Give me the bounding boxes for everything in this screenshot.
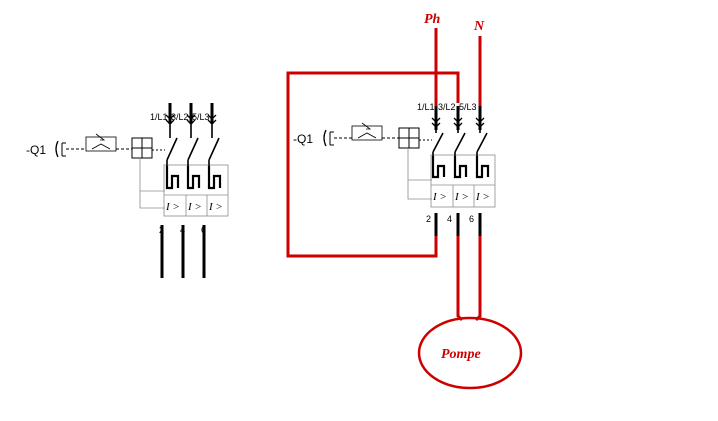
right-pole-3: [475, 106, 490, 236]
left-trip-label-2: I >: [187, 201, 202, 213]
red-wiring: [286, 28, 523, 390]
left-handle-bracket: [61, 142, 66, 157]
pump-motor: [417, 316, 523, 390]
right-top-terminal-3: 5/L3: [459, 102, 477, 112]
left-top-terminal-1: 1/L1: [150, 112, 168, 122]
right-top-terminal-2: 3/L2: [438, 102, 456, 112]
left-breaker-frame: [163, 164, 229, 217]
motor-wire-1: [456, 236, 464, 322]
left-top-terminal-3: 5/L3: [192, 112, 210, 122]
motor-wire-2: [474, 236, 482, 322]
left-trip-label-3: I >: [208, 201, 223, 213]
right-trip-label-3: I >: [475, 191, 490, 203]
left-bottom-terminal-2: 4: [180, 225, 185, 235]
left-bottom-terminal-1: 2: [159, 225, 164, 235]
right-pole-1: [431, 106, 446, 236]
left-pole-3: [202, 103, 222, 278]
neutral-label: N: [473, 19, 485, 34]
right-operator-handle: [323, 129, 327, 147]
control-loop-wire: [286, 71, 460, 258]
phase-label: Ph: [424, 12, 441, 27]
left-pole-1: [160, 103, 180, 278]
right-breaker-designation: -Q1: [293, 132, 313, 146]
left-breaker: -Q1 1/L1 3/L2 5/L3 I > I > I > 2 4 6: [26, 103, 229, 278]
left-trip-label-1: I >: [165, 201, 180, 213]
left-pole-2: [181, 103, 201, 278]
right-bottom-terminal-1: 2: [426, 214, 431, 224]
right-trip-label-1: I >: [432, 191, 447, 203]
right-pole-2: [453, 106, 468, 236]
right-top-terminal-1: 1/L1: [417, 102, 435, 112]
left-breaker-designation: -Q1: [26, 143, 46, 157]
left-operator-handle: [55, 140, 59, 158]
left-top-terminal-2: 3/L2: [171, 112, 189, 122]
right-handle-bracket: [329, 131, 334, 146]
left-bottom-terminal-3: 6: [201, 225, 206, 235]
pump-label: Pompe: [441, 347, 481, 362]
right-breaker: -Q1 1/L1 3/L2 5/L3 I > I > I > 2 4 6: [293, 102, 496, 236]
right-bottom-terminal-3: 6: [469, 214, 474, 224]
right-trip-label-2: I >: [454, 191, 469, 203]
right-bottom-terminal-2: 4: [447, 214, 452, 224]
right-breaker-frame: [430, 154, 496, 208]
